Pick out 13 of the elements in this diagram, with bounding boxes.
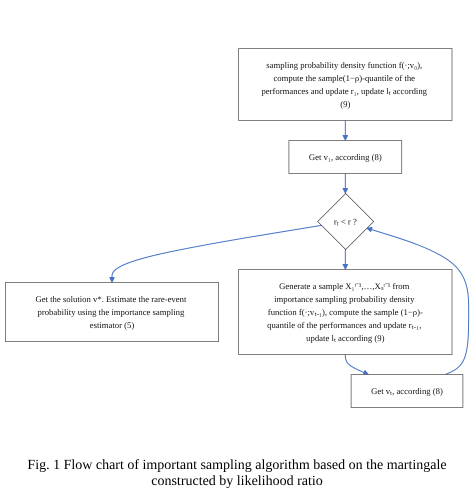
arrow <box>109 224 322 283</box>
node-diamond: rₜ < r ? <box>317 193 374 250</box>
arrow <box>342 120 348 141</box>
node-box: Generate a sample X₁ᵗ⁻¹,…,Xₛᵗ⁻¹ from importance sampling probability density function f(·;vₜ₋₁), compute the sample (1−ρ)-quantile of the performances and update rₜ₋₁, update lₜ according (9) <box>238 269 452 355</box>
arrow <box>366 226 470 375</box>
node-box: Get vₜ, according (8) <box>350 374 464 408</box>
node-box: Get v₁, according (8) <box>288 140 402 174</box>
arrow <box>344 354 369 376</box>
node-box: sampling probability density function f(·;v₀), compute the sample(1−ρ)-quantile of the performances and update r₁, update lₜ according (9) <box>238 48 452 121</box>
arrow <box>342 249 348 270</box>
figure-caption: Fig. 1 Flow chart of important sampling algorithm based on the martingale constructed by likelihood ratio <box>26 457 448 491</box>
arrow <box>342 173 348 194</box>
node-box: Get the solution v*. Estimate the rare-event probability using the importance sampling estimator (5) <box>5 282 219 342</box>
